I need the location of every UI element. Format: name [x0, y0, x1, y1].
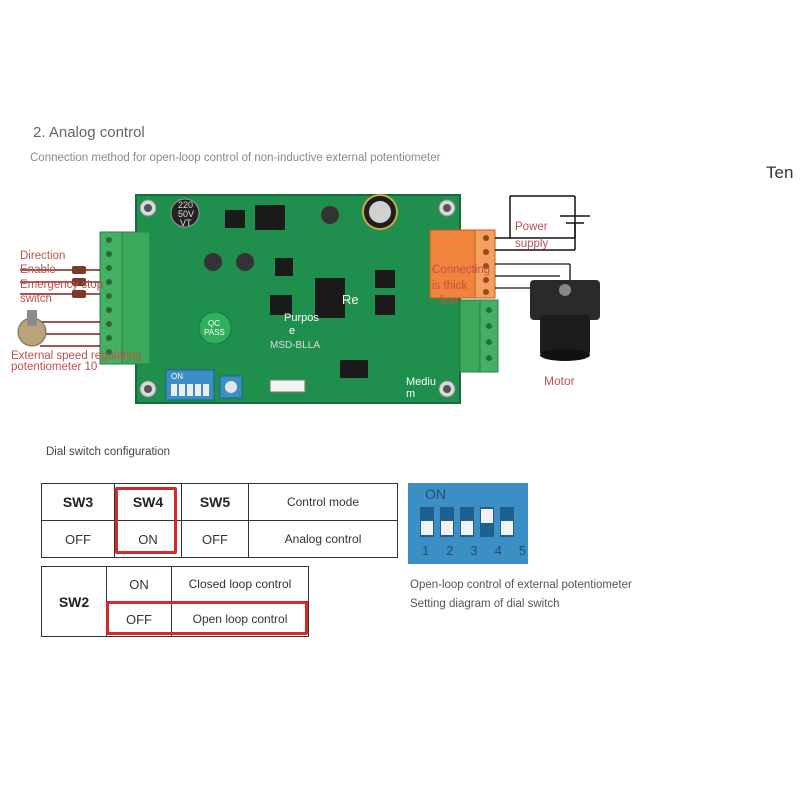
dip-number-2: 2 [446, 543, 454, 558]
value-control-mode: Analog control [248, 520, 398, 558]
dip-knob-5 [501, 521, 513, 535]
label-cap-mid: 50V [178, 209, 195, 219]
value-sw3: OFF [41, 520, 115, 558]
label-cap-bot: VT [180, 218, 192, 228]
board-illustration: Direction Enable Emergency stop switch E… [0, 180, 800, 420]
external-potentiometer [17, 310, 47, 347]
right-orange-terminal [429, 229, 496, 299]
dip-number-3: 3 [470, 543, 478, 558]
label-enable: Enable [20, 264, 56, 276]
label-sw2: SW2 [41, 566, 107, 637]
dip-number-4: 4 [494, 543, 502, 558]
label-pass: PASS [204, 328, 225, 337]
dial-switch-title: Dial switch configuration [46, 446, 171, 458]
dip-knob-1 [421, 521, 433, 535]
board-diagram [17, 194, 600, 404]
label-motor: Motor [544, 374, 575, 388]
label-purpose: Purpos [284, 312, 319, 324]
label-medium: Mediu [406, 376, 436, 388]
label-pcb-dip-on: ON [171, 372, 183, 381]
dip-number-1: 1 [422, 543, 430, 558]
label-line: line [440, 295, 458, 307]
pcb-board [135, 194, 461, 404]
dip-number-5: 5 [518, 543, 526, 558]
dip-on-label: ON [425, 486, 446, 502]
label-thick: is thick [432, 280, 468, 292]
label-connecting: Connecting [432, 264, 491, 276]
motor [530, 280, 600, 361]
sw4-highlight-box [115, 487, 177, 554]
power-supply-symbol [495, 195, 590, 251]
dip-caption-line1: Open-loop control of external potentiome… [410, 579, 632, 591]
dip-knob-2 [441, 521, 453, 535]
qc-sticker [198, 311, 232, 345]
dip-knob-4 [481, 509, 493, 523]
sw2-off-highlight-box [106, 601, 308, 635]
value-sw5: OFF [181, 520, 249, 558]
label-qc: QC [208, 319, 220, 328]
capacitor-large [362, 194, 398, 230]
label-cap-top: 220 [178, 200, 194, 210]
header-sw5: SW5 [181, 483, 249, 521]
dip-switch-photo: ON 1 2 3 4 5 [408, 483, 528, 564]
label-potentiometer: potentiometer 10 [11, 361, 98, 373]
header-sw3: SW3 [41, 483, 115, 521]
dip-caption-line2: Setting diagram of dial switch [410, 598, 560, 610]
mounting-holes [139, 199, 456, 398]
left-connectors [72, 266, 86, 298]
label-emergency-stop: Emergency stop [20, 279, 104, 291]
cutoff-text: Ten [766, 163, 794, 182]
pcb-dip-switch [165, 369, 215, 401]
left-wires [20, 269, 100, 347]
sw2-closed-loop: Closed loop control [171, 566, 309, 602]
label-medium-m: m [406, 388, 416, 400]
sw2-config-table: SW2 ON Closed loop control OFF Open loop… [41, 566, 309, 637]
label-re: Re [342, 292, 359, 307]
left-terminal-block [99, 231, 151, 365]
label-power: Power [515, 221, 548, 233]
pcb-potentiometer [219, 375, 243, 399]
dip-switch-svg [408, 483, 528, 564]
label-supply: supply [515, 238, 549, 250]
dip-numbers: 1 2 3 4 5 [422, 543, 526, 558]
header-control-mode: Control mode [248, 483, 398, 521]
section-subtitle: Connection method for open-loop control … [30, 152, 441, 164]
capacitor-small [170, 198, 200, 228]
label-direction: Direction [20, 250, 66, 262]
sw2-value-on: ON [106, 566, 172, 602]
label-external-speed: External speed regulating [11, 350, 142, 362]
label-model: MSD-BLLA [270, 340, 321, 351]
section-title: 2. Analog control [33, 124, 145, 141]
right-green-terminal [459, 299, 499, 373]
dip-knob-3 [461, 521, 473, 535]
label-switch: switch [20, 293, 52, 305]
chips [225, 205, 395, 378]
dial-config-table: SW3 SW4 SW5 Control mode OFF ON OFF Anal… [41, 483, 398, 558]
label-purpose-e: e [289, 325, 296, 337]
